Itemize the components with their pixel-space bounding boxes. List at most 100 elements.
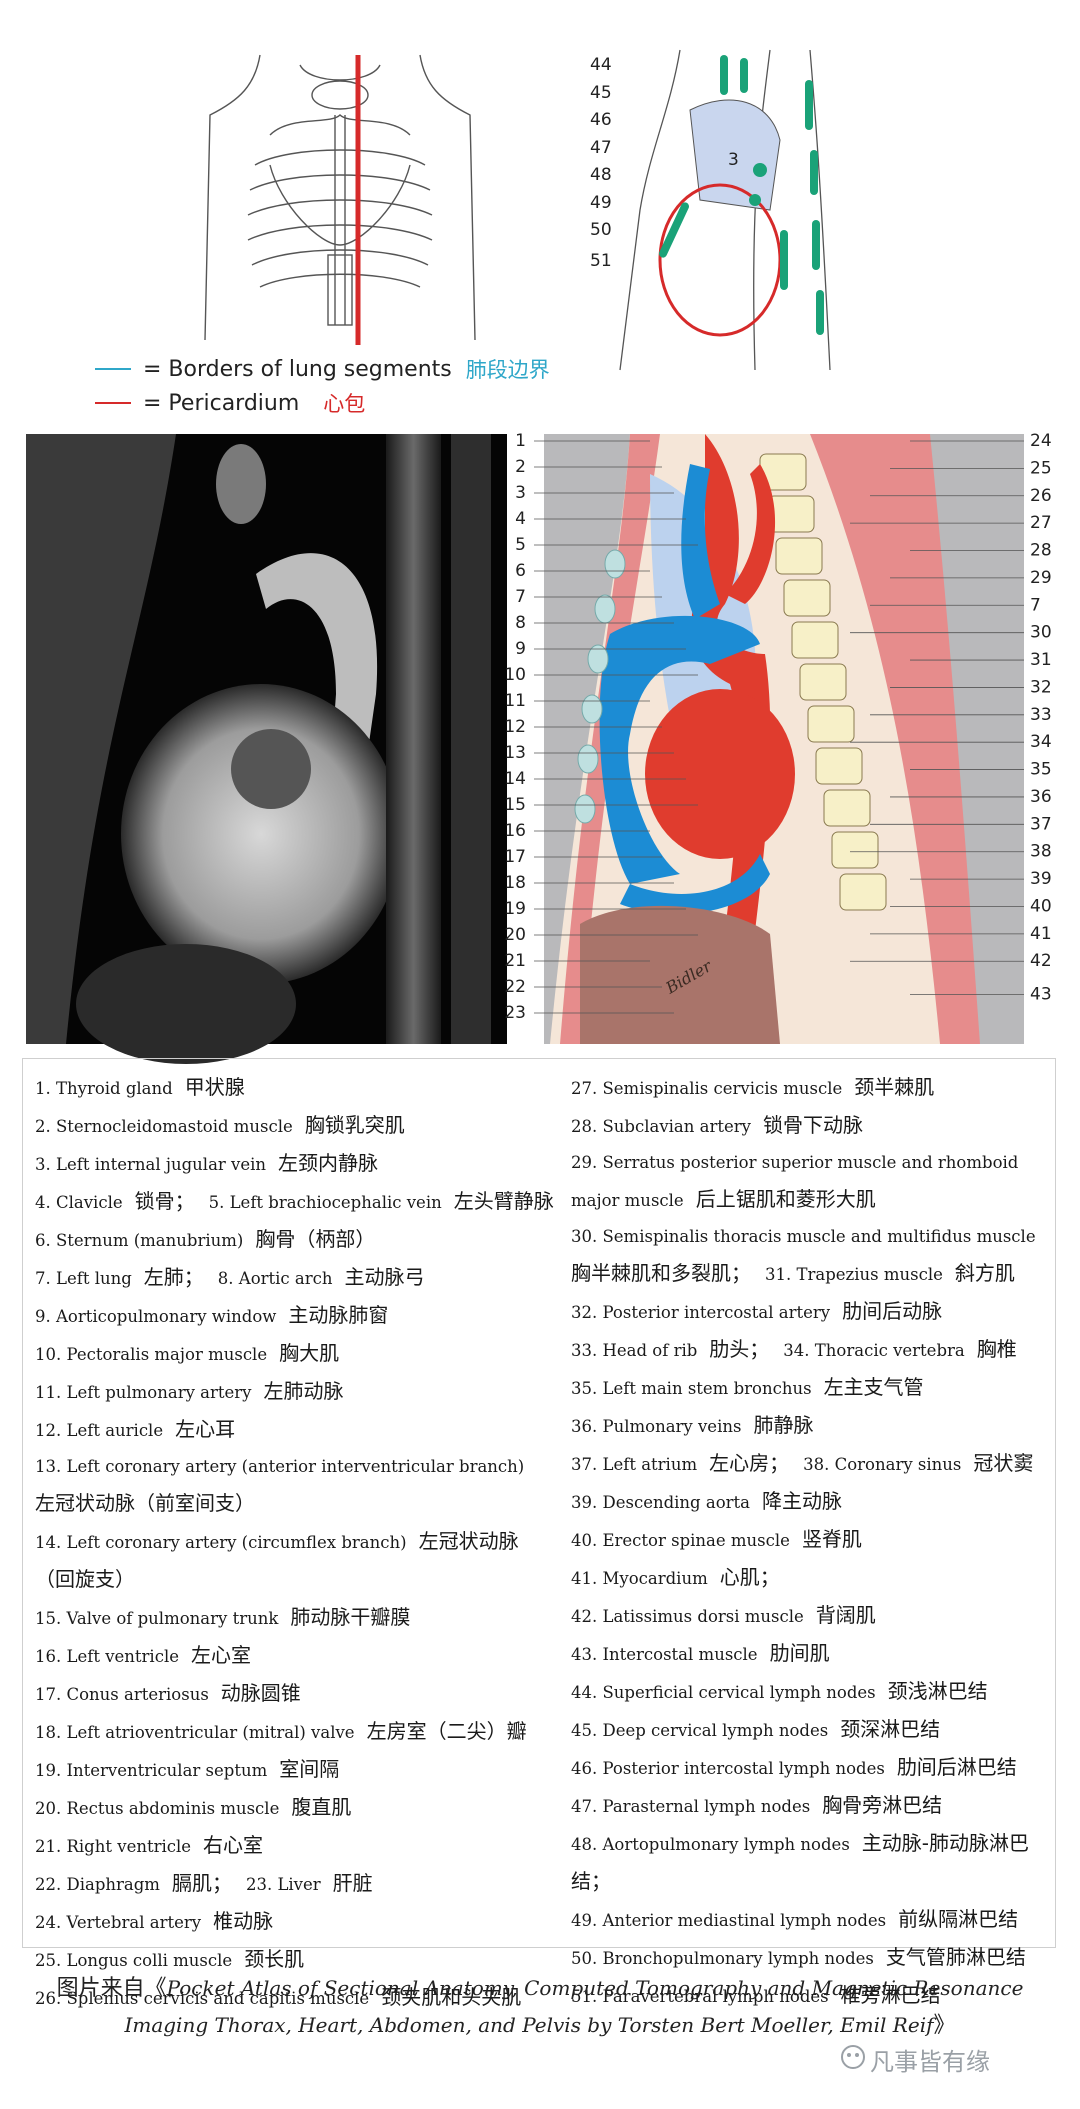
item-english: 13. Left coronary artery (anterior inter… (35, 1457, 525, 1476)
item-english: 24. Vertebral artery (35, 1913, 202, 1932)
diagram-number-label: 14 (504, 769, 526, 789)
item-english: 16. Left ventricle (35, 1647, 179, 1666)
legend-list-item: 14. Left coronary artery (circumflex bra… (35, 1523, 555, 1599)
item-english: 46. Posterior intercostal lymph nodes (571, 1759, 885, 1778)
item-english: 29. Serratus posterior superior muscle a… (571, 1153, 1019, 1210)
top-right-number-label: 46 (590, 110, 612, 130)
diagram-number-label: 17 (504, 847, 526, 867)
item-chinese: 斜方肌 (954, 1261, 1015, 1285)
item-english: 20. Rectus abdominis muscle (35, 1799, 280, 1818)
item-chinese: 右心室 (203, 1833, 264, 1857)
item-chinese: 颈深淋巴结 (840, 1717, 941, 1741)
legend-list-item: 27. Semispinalis cervicis muscle 颈半棘肌 (571, 1069, 1051, 1107)
top-right-number-label: 49 (590, 192, 612, 213)
diagram-number-label: 36 (1030, 787, 1052, 807)
item-chinese: 肺静脉 (753, 1413, 814, 1437)
item-chinese: 锁骨； (134, 1189, 195, 1213)
item-english: 51. Paravertebral lymph nodes (571, 1987, 829, 2006)
item-chinese: 左肺动脉 (263, 1379, 344, 1403)
mri-sagittal-image (26, 434, 507, 1064)
item-chinese: 肋间肌 (769, 1641, 830, 1665)
item-english: 8. Aortic arch (217, 1269, 333, 1288)
item-chinese: 肋头； (709, 1337, 770, 1361)
item-chinese: 主动脉弓 (344, 1265, 425, 1289)
item-english: 32. Posterior intercostal artery (571, 1303, 831, 1322)
diagram-number-label: 5 (515, 535, 526, 555)
diagram-number-label: 15 (504, 795, 526, 815)
legend-pericardium: = Pericardium 心包 (95, 386, 550, 420)
item-chinese: 胸锁乳突肌 (304, 1113, 405, 1137)
image-credit: 图片来自《Pocket Atlas of Sectional Anatomy, … (30, 1970, 1050, 2044)
legend-pericardium-text: = Pericardium (143, 390, 300, 416)
legend-lung-segments-cn: 肺段边界 (465, 358, 550, 382)
item-chinese: 胸椎 (976, 1337, 1017, 1361)
top-right-number-label: 48 (590, 165, 612, 185)
diagram-number-label: 7 (515, 587, 526, 607)
item-chinese: 颈半棘肌 (854, 1075, 935, 1099)
item-chinese: 膈肌； (171, 1871, 232, 1895)
lymph-node-sketch-figure: 3 (619, 49, 831, 371)
item-english: 40. Erector spinae muscle (571, 1531, 790, 1550)
item-chinese: 肋间后动脉 (842, 1299, 943, 1323)
diagram-number-label: 37 (1030, 814, 1052, 834)
diagram-number-label: 29 (1030, 568, 1052, 588)
diagram-number-label: 26 (1030, 486, 1052, 506)
item-chinese: 左房室（二尖）瓣 (366, 1719, 527, 1743)
figure-legend: = Borders of lung segments 肺段边界 = Perica… (95, 352, 550, 420)
diagram-number-label: 24 (1030, 431, 1052, 451)
item-english: 18. Left atrioventricular (mitral) valve (35, 1723, 355, 1742)
diagram-number-label: 9 (515, 639, 526, 659)
diagram-number-label: 30 (1030, 623, 1052, 643)
item-english: 5. Left brachiocephalic vein (208, 1193, 442, 1212)
item-chinese: 胸半棘肌和多裂肌； (571, 1261, 751, 1285)
credit-text: Pocket Atlas of Sectional Anatomy, Compu… (124, 1976, 1024, 2037)
legend-list-item: 30. Semispinalis thoracis muscle and mul… (571, 1219, 1051, 1293)
diagram-number-label: 40 (1030, 896, 1052, 916)
diagram-number-label: 25 (1030, 458, 1052, 478)
legend-list-item: 16. Left ventricle 左心室 (35, 1637, 555, 1675)
item-chinese: 后上锯肌和菱形大肌 (695, 1187, 876, 1211)
diagram-number-label: 38 (1030, 842, 1052, 862)
diagram-right-number-labels: 2425262728297303132333435363738394041424… (850, 431, 1052, 1005)
item-chinese: 主动脉-肺动脉淋巴结； (571, 1831, 1030, 1893)
item-english: 9. Aorticopulmonary window (35, 1307, 277, 1326)
diagram-number-label: 39 (1030, 869, 1052, 889)
item-chinese: 前纵隔淋巴结 (898, 1907, 1019, 1931)
item-english: 27. Semispinalis cervicis muscle (571, 1079, 843, 1098)
item-english: 31. Trapezius muscle (765, 1265, 943, 1284)
item-english: 34. Thoracic vertebra (783, 1341, 965, 1360)
diagram-number-label: 8 (515, 613, 526, 633)
item-english: 38. Coronary sinus (803, 1455, 962, 1474)
torso-outline-figure (204, 54, 476, 345)
legend-list-item: 26. Splenius cervicis and capitis muscle… (35, 1979, 555, 2017)
diagram-number-label: 35 (1030, 760, 1052, 780)
credit-suffix: 》 (933, 2013, 956, 2038)
legend-list-item: 13. Left coronary artery (anterior inter… (35, 1449, 555, 1523)
item-english: 17. Conus arteriosus (35, 1685, 209, 1704)
diagram-number-label: 3 (515, 483, 526, 503)
diagram-number-label: 20 (504, 925, 526, 945)
legend-list-item: 32. Posterior intercostal artery 肋间后动脉 (571, 1293, 1051, 1331)
item-english: 39. Descending aorta (571, 1493, 750, 1512)
legend-pericardium-cn: 心包 (323, 392, 366, 416)
item-chinese: 支气管肺淋巴结 (885, 1945, 1026, 1969)
item-chinese: 腹直肌 (291, 1795, 352, 1819)
diagram-number-label: 7 (1030, 595, 1041, 615)
item-chinese: 左心室 (190, 1643, 251, 1667)
diagram-number-label: 22 (504, 977, 526, 997)
item-chinese: 左冠状动脉（前室间支） (35, 1491, 255, 1515)
